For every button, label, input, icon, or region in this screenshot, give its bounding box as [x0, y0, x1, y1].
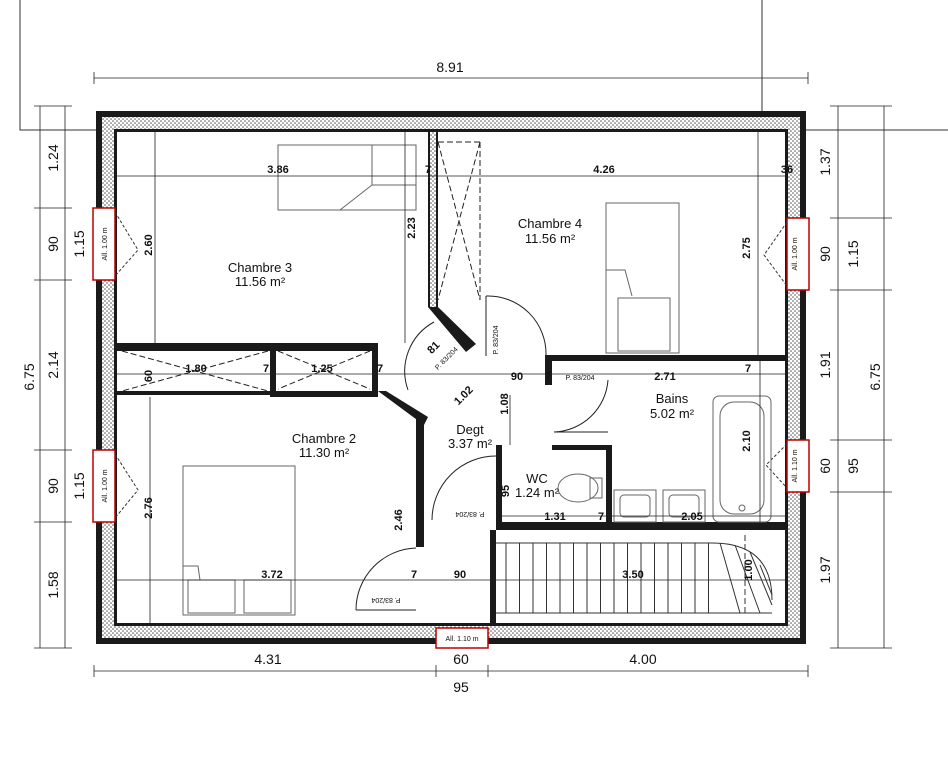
dim-wc-95: 95: [500, 485, 512, 497]
outer-dimensions: 8.91 4.31 60 4.00 95 6.75 1.24 2.14 1.58…: [21, 59, 883, 695]
dim-c3-width: 3.86: [267, 164, 288, 176]
dim-bains-205: 2.05: [681, 511, 702, 523]
dim-right-a1: 1.37: [817, 148, 833, 175]
dim-left-a3: 1.58: [45, 571, 61, 598]
dim-bottom-mid: 60: [453, 651, 469, 667]
room-labels: Chambre 3 11.56 m² Chambre 4 11.56 m² Ch…: [228, 216, 695, 500]
interior-walls: [117, 132, 785, 623]
dim-closet-125: 1.25: [311, 363, 332, 375]
dim-left-b4: 1.15: [71, 472, 87, 499]
dim-bains-271: 2.71: [654, 371, 675, 383]
dim-right-b1: 90: [817, 246, 833, 262]
room-chambre2-name: Chambre 2: [292, 431, 356, 446]
dim-closet-60: 60: [143, 370, 155, 382]
dim-c2-246: 2.46: [393, 509, 405, 530]
label-window-bottom: All. 1.10 m: [445, 636, 478, 643]
dim-c4-36: 36: [781, 164, 793, 176]
room-chambre4-name: Chambre 4: [518, 216, 582, 231]
dim-degt-108: 1.08: [499, 393, 511, 414]
room-bains-name: Bains: [656, 391, 689, 406]
dim-left-a2: 2.14: [45, 351, 61, 378]
dim-bottom-total: 95: [453, 679, 469, 695]
label-window-right-2: All. 1.10 m: [792, 449, 799, 482]
label-door-p5: P. 83/204: [371, 596, 400, 603]
dim-bottom-right: 4.00: [629, 651, 656, 667]
dim-left-b2: 1.15: [71, 230, 87, 257]
dim-wc-131: 1.31: [544, 511, 565, 523]
label-window-right-1: All. 1.00 m: [792, 237, 799, 270]
room-bains-area: 5.02 m²: [650, 406, 695, 421]
dim-seven-1: 7: [425, 164, 431, 176]
label-window-left-2: All. 1.00 m: [102, 469, 109, 502]
dim-left-a1: 1.24: [45, 144, 61, 171]
dim-seven-2: 7: [263, 363, 269, 375]
room-degt-name: Degt: [456, 422, 484, 437]
dim-stairs-350: 3.50: [622, 569, 643, 581]
dim-seven-3: 7: [377, 363, 383, 375]
dimension-lines: [34, 72, 892, 677]
doors: [355, 295, 609, 611]
dim-c2-372: 3.72: [261, 569, 282, 581]
window-left-lower: [92, 449, 116, 523]
stair-winder-step: [719, 542, 741, 614]
dim-stairs-100: 1.00: [743, 559, 755, 580]
dim-bains-210: 2.10: [741, 430, 753, 451]
windows: [92, 207, 810, 649]
dim-left-total: 6.75: [21, 363, 37, 390]
stairs: [496, 535, 773, 614]
exterior-walls: [96, 111, 806, 644]
dim-c3-height: 2.60: [143, 234, 155, 255]
dim-right-b2: 1.15: [845, 240, 861, 267]
dim-seven-4: 7: [545, 371, 551, 383]
dim-right-total: 6.75: [867, 363, 883, 390]
dim-c4-height: 2.75: [741, 237, 753, 258]
stair-winder-step: [749, 551, 773, 606]
wardrobes: [121, 141, 481, 392]
dim-left-b3: 90: [45, 478, 61, 494]
dim-seven-5: 7: [745, 363, 751, 375]
dim-left-b1: 90: [45, 236, 61, 252]
dim-closet-180: 1.80: [185, 363, 206, 375]
window-right-lower: [786, 439, 810, 493]
dim-right-b4: 95: [845, 458, 861, 474]
dim-right-b3: 60: [817, 458, 833, 474]
room-wc-name: WC: [526, 471, 548, 486]
label-door-p4: P. 83/204: [455, 510, 484, 517]
dim-right-a2: 1.91: [817, 351, 833, 378]
dim-bottom-left: 4.31: [254, 651, 281, 667]
dim-c4-width: 4.26: [593, 164, 614, 176]
room-chambre4-area: 11.56 m²: [525, 231, 576, 246]
window-right-upper: [786, 217, 810, 291]
outline-lines: [19, 0, 948, 131]
dim-top-total: 8.91: [436, 59, 463, 75]
dim-c3-223: 2.23: [406, 217, 418, 238]
room-wc-area: 1.24 m²: [515, 485, 560, 500]
label-window-left-1: All. 1.00 m: [102, 227, 109, 260]
room-degt-area: 3.37 m²: [448, 436, 493, 451]
label-door-p3: P. 83/204: [565, 375, 594, 382]
dim-seven-7: 7: [411, 569, 417, 581]
window-bottom: [435, 627, 489, 649]
dim-degt-90: 90: [511, 371, 523, 383]
room-chambre3-area: 11.56 m²: [235, 274, 286, 289]
dim-right-a3: 1.97: [817, 556, 833, 583]
dim-c2-276: 2.76: [143, 497, 155, 518]
stair-winder-step: [734, 544, 761, 614]
room-chambre3-name: Chambre 3: [228, 260, 292, 275]
dim-seven-6: 7: [598, 511, 604, 523]
dim-hall-90: 90: [454, 569, 466, 581]
room-chambre2-area: 11.30 m²: [299, 445, 350, 460]
label-door-p1: P. 83/204: [493, 325, 500, 354]
window-left-upper: [92, 207, 116, 281]
